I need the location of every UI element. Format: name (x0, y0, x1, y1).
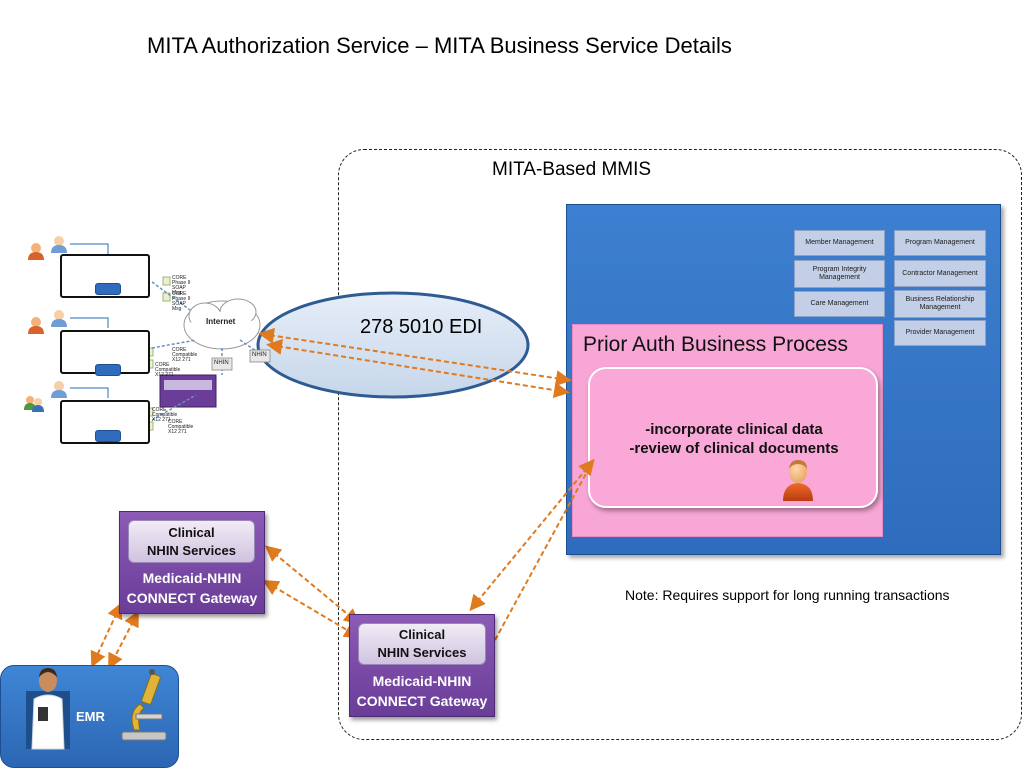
page-title: MITA Authorization Service – MITA Busine… (147, 33, 732, 58)
prior-auth-line-2: -review of clinical documents (629, 440, 839, 457)
prior-auth-description: -incorporate clinical data -review of cl… (596, 420, 872, 458)
note-text: Note: Requires support for long running … (625, 587, 950, 603)
mmis-label: MITA-Based MMIS (492, 159, 652, 180)
group-icon (24, 396, 44, 412)
module-provider-management[interactable]: Provider Management (894, 320, 986, 346)
gateway-2-outer-line-1: Medicaid-NHIN (372, 673, 472, 689)
gateway-1-label: Medicaid-NHIN CONNECT Gateway (119, 568, 265, 608)
protocol-label-4: CORE Compatible X12 271 (155, 362, 181, 378)
gateway-2-inner-line-2: NHIN Services (377, 645, 467, 660)
provider-system-button-3[interactable] (95, 430, 121, 442)
microscope-icon (121, 669, 167, 741)
person-icon-blue-3 (51, 381, 67, 398)
nhin-server-icon (159, 374, 217, 408)
provider-system-button-2[interactable] (95, 364, 121, 376)
doctor-icon (26, 668, 70, 750)
internet-cloud-icon (183, 298, 261, 350)
person-icon-orange-1 (28, 243, 44, 260)
prior-auth-process-box[interactable] (588, 367, 878, 508)
gateway1-to-emr-arrow-1 (90, 602, 123, 668)
person-icon-blue-2 (51, 310, 67, 327)
internet-label: Internet (206, 317, 236, 326)
edi-arrow-bottom (266, 338, 570, 399)
gateway-1-outer-line-1: Medicaid-NHIN (142, 570, 242, 586)
gateway-link-arrow-1 (264, 545, 361, 625)
gateway-2-label: Medicaid-NHIN CONNECT Gateway (349, 671, 495, 711)
provider-system-button-1[interactable] (95, 283, 121, 295)
mmis-boundary (338, 149, 1022, 740)
emr-label: EMR (76, 709, 105, 724)
nhin-label-2: NHIN (252, 352, 267, 358)
prior-auth-title: Prior Auth Business Process (583, 333, 848, 356)
protocol-label-6: CORE Compatible X12 271 (168, 419, 194, 435)
person-icon-orange-2 (28, 317, 44, 334)
gateway-1-clinical-services[interactable]: Clinical NHIN Services (128, 520, 255, 563)
nhin-box-1 (211, 357, 233, 371)
module-business-relationship-management[interactable]: Business Relationship Management (894, 290, 986, 318)
gateway-1-outer-line-2: CONNECT Gateway (126, 590, 258, 606)
gateway1-to-emr-arrow-2 (108, 610, 139, 670)
protocol-label-5: CORE Compatible X12 271 (152, 407, 178, 423)
module-care-management[interactable]: Care Management (794, 291, 885, 317)
protocol-label-2: CORE Phase II SOAP Msg (172, 291, 191, 312)
module-contractor-management[interactable]: Contractor Management (894, 260, 986, 287)
prior-auth-line-1: -incorporate clinical data (645, 421, 823, 438)
gateway2-to-priorauth-arrow-2 (494, 469, 589, 641)
gateway-2-clinical-services[interactable]: Clinical NHIN Services (358, 623, 486, 665)
module-program-management[interactable]: Program Management (894, 230, 986, 256)
person-icon-blue-1 (51, 236, 67, 253)
protocol-label-1: CORE Phase II SOAP Msg (172, 275, 191, 296)
gateway2-to-priorauth-arrow-1 (469, 458, 595, 612)
gateway-2-inner-line-1: Clinical (398, 627, 446, 642)
gateway-2-outer-line-2: CONNECT Gateway (356, 693, 488, 709)
nhin-label-1: NHIN (214, 360, 229, 366)
reviewer-person-icon (783, 460, 813, 501)
protocol-label-3: CORE Compatible X12 271 (172, 347, 198, 363)
provider-network-diagram (24, 236, 271, 431)
nhin-box-2 (249, 349, 271, 363)
gateway-link-arrow-2 (262, 579, 361, 639)
module-program-integrity-management[interactable]: Program Integrity Management (794, 260, 885, 288)
module-member-management[interactable]: Member Management (794, 230, 885, 256)
gateway-1-inner-line-1: Clinical (168, 524, 215, 540)
gateway-1-inner-line-2: NHIN Services (147, 542, 236, 558)
edi-arrow-top (258, 327, 572, 387)
